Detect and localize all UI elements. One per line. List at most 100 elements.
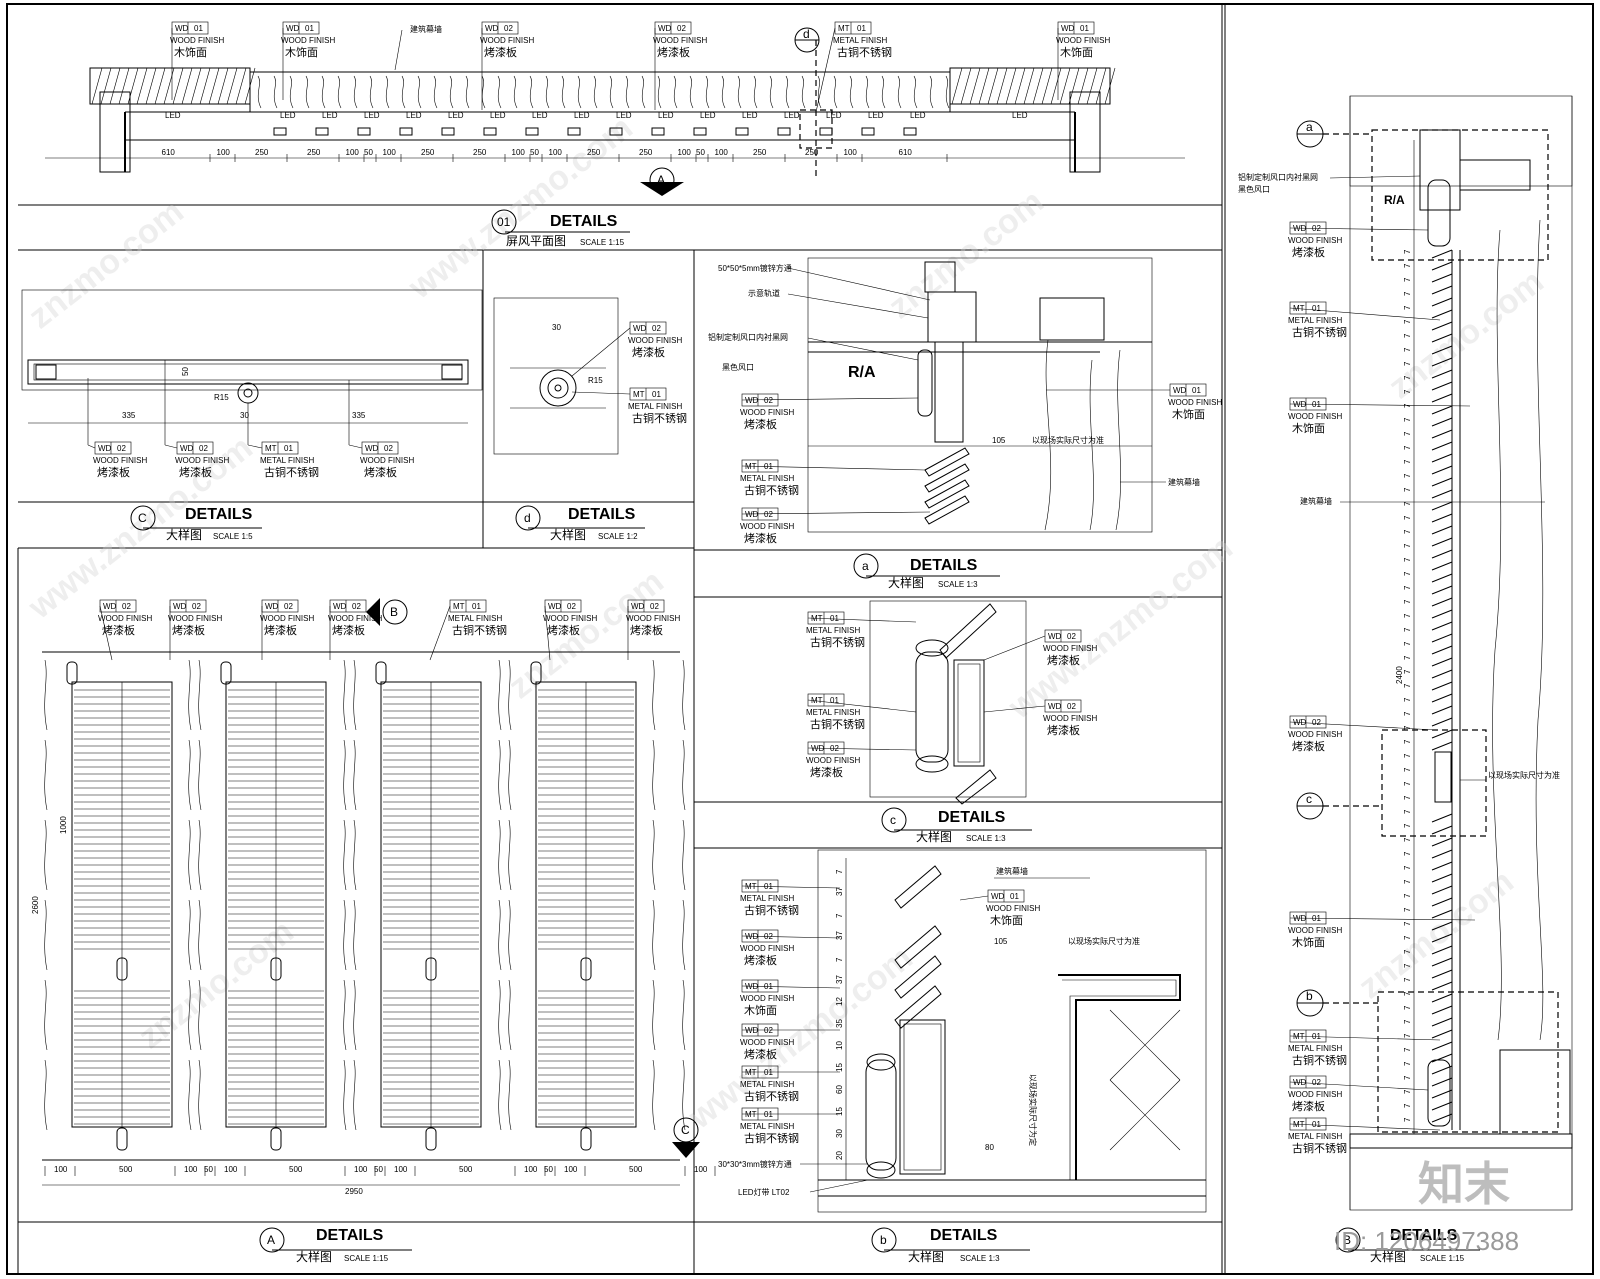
panel-number: 01 [497, 215, 511, 229]
detail-a-labels: 50*50*5mm镀锌方通 示意轨道 铝制定制风口内衬黑网 黑色风口 以现场实际… [708, 263, 1222, 545]
svg-text:01: 01 [1080, 24, 1089, 33]
detail-b-labels: 建筑幕墙 以现场实际尺寸为准 30*30*3mm镀锌方通 LED灯带 LT02 … [718, 866, 1140, 1197]
svg-text:铝制定制风口内衬黑网: 铝制定制风口内衬黑网 [708, 332, 788, 342]
svg-text:a: a [862, 559, 869, 573]
svg-text:7: 7 [1403, 1061, 1412, 1066]
svg-text:01: 01 [830, 614, 839, 623]
svg-text:7: 7 [1403, 655, 1412, 660]
svg-text:DETAILS: DETAILS [938, 809, 1006, 826]
svg-text:2600: 2600 [31, 896, 40, 914]
svg-text:B: B [390, 605, 398, 619]
svg-text:30: 30 [240, 411, 249, 420]
svg-text:WOOD FINISH: WOOD FINISH [740, 944, 794, 953]
svg-text:R/A: R/A [848, 364, 876, 381]
svg-text:100: 100 [383, 148, 397, 157]
svg-text:大样图: 大样图 [550, 527, 586, 542]
svg-text:100: 100 [678, 148, 692, 157]
panel-title-A: A DETAILS 大样图 SCALE 1:15 [259, 1227, 412, 1264]
svg-text:WOOD FINISH: WOOD FINISH [543, 614, 597, 623]
svg-text:d: d [803, 27, 810, 41]
svg-text:7: 7 [1403, 795, 1412, 800]
svg-text:烤漆板: 烤漆板 [172, 623, 205, 637]
svg-text:7: 7 [1403, 571, 1412, 576]
svg-text:MT: MT [265, 444, 277, 453]
svg-text:01: 01 [1010, 892, 1019, 901]
svg-text:MT: MT [453, 602, 465, 611]
svg-text:WD: WD [631, 602, 645, 611]
svg-text:WD: WD [103, 602, 117, 611]
svg-text:01: 01 [1312, 1120, 1321, 1129]
svg-text:a: a [1306, 120, 1313, 134]
svg-text:01: 01 [764, 1068, 773, 1077]
svg-text:znzmo.com: znzmo.com [882, 182, 1051, 326]
svg-text:WD: WD [333, 602, 347, 611]
svg-text:DETAILS: DETAILS [910, 557, 978, 574]
svg-text:7: 7 [1403, 459, 1412, 464]
svg-text:大样图: 大样图 [166, 527, 202, 542]
svg-text:MT: MT [811, 696, 823, 705]
svg-text:WOOD FINISH: WOOD FINISH [281, 36, 335, 45]
panel-title-b: b DETAILS 大样图 SCALE 1:3 [871, 1227, 1030, 1264]
svg-text:d: d [524, 511, 531, 525]
svg-text:以现场实际尺寸为定: 以现场实际尺寸为定 [1028, 1074, 1038, 1146]
led-label: LED [532, 111, 548, 120]
svg-text:7: 7 [1403, 389, 1412, 394]
svg-text:WD: WD [745, 982, 759, 991]
svg-text:以现场实际尺寸为准: 以现场实际尺寸为准 [1068, 936, 1140, 946]
svg-text:示意轨道: 示意轨道 [748, 288, 780, 298]
svg-text:以现场实际尺寸为准: 以现场实际尺寸为准 [1488, 770, 1560, 780]
led-label: LED [868, 111, 884, 120]
detail-a-drawing: R/A 105 [807, 257, 1153, 533]
svg-text:WD: WD [1293, 224, 1307, 233]
svg-text:DETAILS: DETAILS [1390, 1227, 1458, 1244]
svg-text:7: 7 [1403, 1019, 1412, 1024]
svg-text:烤漆板: 烤漆板 [744, 417, 777, 431]
led-label: LED [280, 111, 296, 120]
svg-text:7: 7 [1403, 669, 1412, 674]
svg-text:7: 7 [1403, 977, 1412, 982]
svg-text:WD: WD [98, 444, 112, 453]
svg-text:WOOD FINISH: WOOD FINISH [175, 456, 229, 465]
svg-text:METAL FINISH: METAL FINISH [1288, 1132, 1342, 1141]
svg-text:01: 01 [284, 444, 293, 453]
svg-text:MT: MT [838, 24, 850, 33]
svg-text:B: B [1343, 1233, 1351, 1247]
svg-text:7: 7 [1403, 1117, 1412, 1122]
detail-c-drawing [869, 600, 1027, 805]
svg-text:WOOD FINISH: WOOD FINISH [1288, 926, 1342, 935]
svg-text:2950: 2950 [345, 1187, 363, 1196]
svg-text:7: 7 [1403, 725, 1412, 730]
svg-text:SCALE 1:15: SCALE 1:15 [344, 1254, 389, 1263]
svg-text:大样图: 大样图 [888, 575, 924, 590]
svg-text:SCALE 1:3: SCALE 1:3 [960, 1254, 1000, 1263]
svg-text:烤漆板: 烤漆板 [744, 1047, 777, 1061]
section-B-drawing: 7777777777777777777777777777777777777777… [1349, 95, 1573, 1211]
svg-text:WD: WD [265, 602, 279, 611]
svg-text:100: 100 [715, 148, 729, 157]
svg-text:7: 7 [1403, 1005, 1412, 1010]
svg-text:DETAILS: DETAILS [930, 1227, 998, 1244]
svg-text:7: 7 [1403, 277, 1412, 282]
svg-text:DETAILS: DETAILS [185, 506, 253, 523]
svg-text:www.znzmo.com: www.znzmo.com [1001, 528, 1240, 726]
svg-text:WOOD FINISH: WOOD FINISH [628, 336, 682, 345]
svg-text:7: 7 [1403, 767, 1412, 772]
stamp-logo: 知末 [1418, 1158, 1510, 1210]
stamp-id: ID: 1206497388 [1334, 1226, 1519, 1256]
svg-text:c: c [1306, 792, 1312, 806]
panel-title: DETAILS [550, 213, 618, 230]
svg-text:02: 02 [652, 324, 661, 333]
